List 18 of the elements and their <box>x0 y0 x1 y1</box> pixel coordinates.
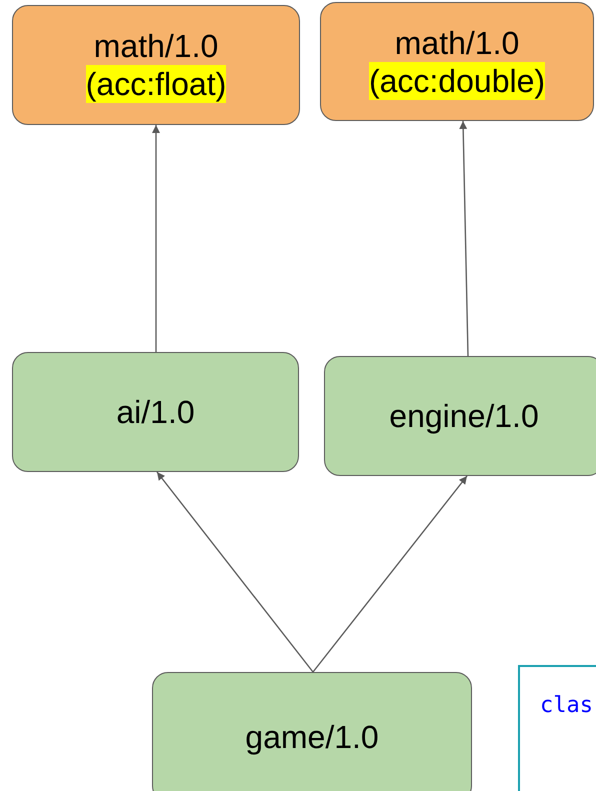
highlighted-option: (acc:float) <box>86 65 226 103</box>
arrow <box>152 125 160 352</box>
arrow <box>156 472 314 672</box>
package-box <box>12 352 299 472</box>
package-name: ai/1.0 <box>116 393 195 431</box>
highlighted-option: (acc:double) <box>368 62 546 100</box>
arrow <box>312 476 468 672</box>
code-panel <box>518 665 596 791</box>
package-name: math/1.0 <box>94 27 218 65</box>
package-name: engine/1.0 <box>389 397 539 435</box>
package-box <box>324 356 596 476</box>
code-text: clas <box>540 693 593 718</box>
package-box <box>320 2 594 121</box>
package-name: math/1.0 <box>394 24 520 62</box>
package-box <box>12 5 300 125</box>
package-box <box>152 672 472 791</box>
package-name: game/1.0 <box>245 718 379 756</box>
arrow <box>459 120 469 356</box>
